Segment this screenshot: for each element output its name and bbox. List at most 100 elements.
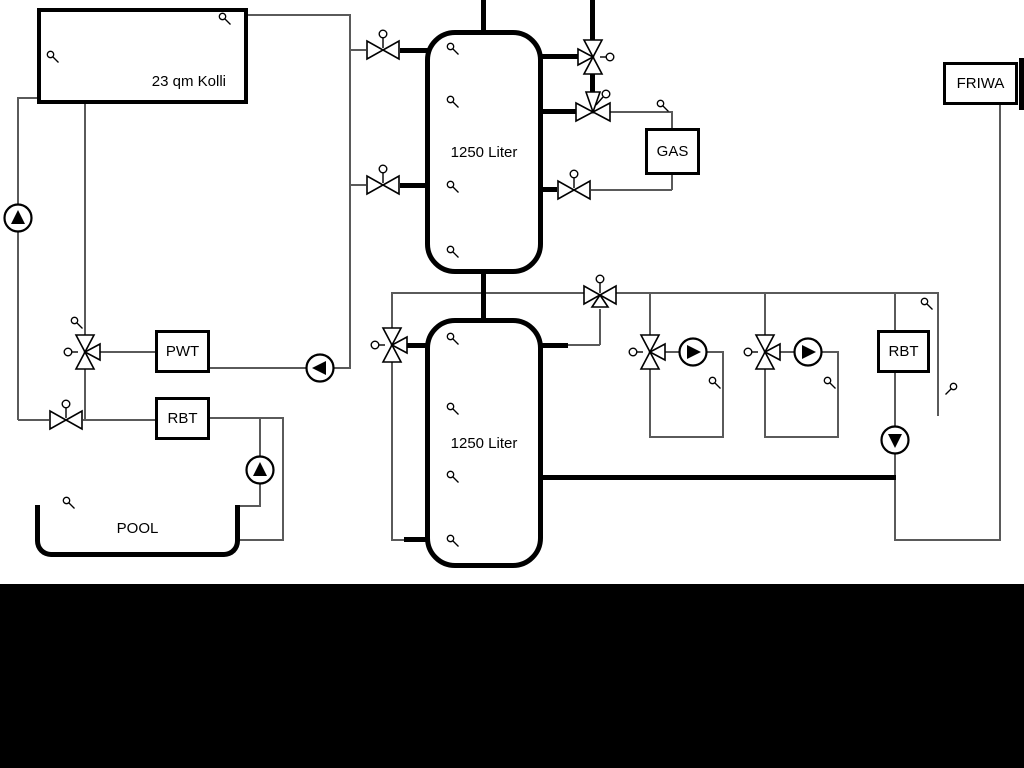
pipe-segment — [98, 351, 155, 353]
rbt-left-label: RBT — [167, 410, 198, 427]
temperature-sensor-icon — [945, 382, 958, 395]
pool-circuit-valve-icon — [49, 399, 83, 431]
pwt-heat-exchanger-box: PWT — [155, 330, 210, 373]
pipe-segment — [83, 419, 155, 421]
friwa-station-box: FRIWA — [943, 62, 1018, 105]
temperature-sensor-icon — [70, 316, 83, 329]
gas-boiler-label: GAS — [656, 143, 689, 160]
main-pipe-segment — [404, 343, 428, 348]
bottom-black-band — [0, 584, 1024, 768]
friwa-label: FRIWA — [956, 75, 1005, 92]
temperature-sensor-icon — [218, 12, 231, 25]
pipe-segment — [18, 419, 49, 421]
solar-pwt-valve-icon — [63, 334, 101, 370]
pipe-segment — [84, 368, 86, 420]
buffer-tank-bottom-label: 1250 Liter — [450, 434, 518, 452]
pipe-segment — [350, 184, 366, 186]
pwt-pump-icon — [305, 353, 335, 383]
temperature-sensor-icon — [446, 42, 459, 55]
main-pipe-segment — [481, 272, 486, 320]
pipe-segment — [999, 105, 1001, 541]
main-pipe-segment — [404, 537, 428, 542]
main-pipe-segment — [541, 187, 557, 192]
pipe-segment — [568, 344, 600, 346]
temperature-sensor-icon — [656, 99, 669, 112]
circuit1-pump-icon — [678, 337, 708, 367]
pipe-segment — [671, 111, 673, 129]
pipe-segment — [210, 367, 350, 369]
buffer-tank-top-label: 1250 Liter — [450, 143, 518, 161]
three-way-valve-tank-bottom-icon — [370, 327, 408, 363]
gas-return-valve-icon — [557, 169, 591, 201]
pipe-segment — [282, 417, 284, 540]
solar-collector-label: 23 qm Kolli — [151, 73, 226, 90]
rbt-left-box: RBT — [155, 397, 210, 440]
right-edge-black-mark — [1019, 58, 1024, 110]
pipe-segment — [937, 292, 939, 416]
pipe-segment — [391, 539, 405, 541]
rbt-right-box: RBT — [877, 330, 930, 373]
pool-basin: POOL — [35, 505, 240, 557]
pipe-segment — [17, 97, 37, 99]
pipe-segment — [349, 14, 351, 369]
gas-boiler-box: GAS — [645, 128, 700, 175]
pipe-segment — [614, 292, 938, 294]
distribution-valve-icon — [583, 274, 617, 308]
mixing-valve-circuit2-icon — [743, 334, 781, 370]
temperature-sensor-icon — [446, 332, 459, 345]
main-pipe-segment — [400, 48, 428, 53]
temperature-sensor-icon — [446, 470, 459, 483]
pipe-segment — [671, 174, 673, 190]
rbt-right-pump-icon — [880, 425, 910, 455]
pipe-segment — [649, 368, 651, 438]
main-pipe-segment — [541, 109, 576, 114]
temperature-sensor-icon — [446, 180, 459, 193]
pipe-segment — [649, 436, 724, 438]
temperature-sensor-icon — [446, 534, 459, 547]
solar-collector-box: 23 qm Kolli — [37, 8, 248, 104]
mixing-valve-circuit1-icon — [628, 334, 666, 370]
pipe-segment — [722, 351, 724, 437]
pool-label: POOL — [116, 520, 159, 537]
pipe-segment — [649, 292, 651, 336]
temperature-sensor-icon — [62, 496, 75, 509]
pipe-segment — [84, 104, 86, 338]
temperature-sensor-icon — [46, 50, 59, 63]
pipe-segment — [764, 436, 839, 438]
charge-valve-top-icon — [366, 29, 400, 61]
pipe-segment — [894, 539, 1001, 541]
main-pipe-segment — [541, 475, 896, 480]
pipe-segment — [391, 292, 393, 540]
pwt-label: PWT — [165, 343, 200, 360]
pipe-segment — [392, 292, 586, 294]
main-pipe-segment — [400, 183, 428, 188]
pipe-segment — [599, 309, 601, 345]
buffer-tank-top: 1250 Liter — [425, 30, 543, 274]
pipe-segment — [17, 98, 19, 420]
solar-pump-icon — [3, 203, 33, 233]
pool-pump-icon — [245, 455, 275, 485]
three-way-valve-top-right-icon — [577, 39, 615, 75]
pipe-segment — [238, 539, 284, 541]
pipe-segment — [894, 292, 896, 330]
gas-supply-valve-icon — [575, 89, 611, 123]
temperature-sensor-icon — [446, 245, 459, 258]
pipe-segment — [210, 417, 283, 419]
buffer-tank-bottom: 1250 Liter — [425, 318, 543, 568]
temperature-sensor-icon — [920, 297, 933, 310]
temperature-sensor-icon — [823, 376, 836, 389]
pipe-segment — [764, 368, 766, 438]
pipe-segment — [591, 189, 672, 191]
pipe-segment — [350, 49, 366, 51]
pipe-segment — [248, 14, 350, 16]
temperature-sensor-icon — [708, 376, 721, 389]
main-pipe-segment — [541, 54, 579, 59]
pipe-segment — [837, 351, 839, 437]
main-pipe-segment — [541, 343, 568, 348]
temperature-sensor-icon — [446, 402, 459, 415]
pipe-segment — [764, 292, 766, 336]
charge-valve-mid-icon — [366, 164, 400, 196]
temperature-sensor-icon — [446, 95, 459, 108]
rbt-right-label: RBT — [888, 343, 919, 360]
